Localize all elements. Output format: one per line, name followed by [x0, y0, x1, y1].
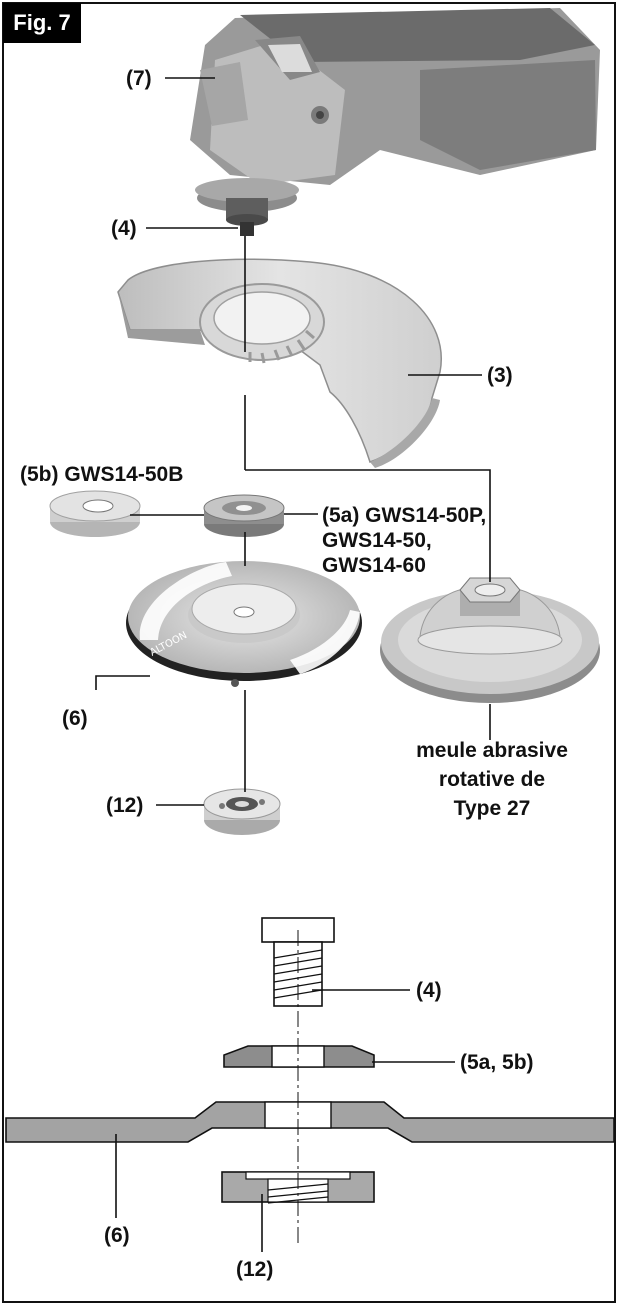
- section-view: [5, 917, 615, 1252]
- label-6-bottom: (6): [104, 1224, 130, 1247]
- type27-wheel: [380, 577, 600, 703]
- grinder-head: [190, 8, 600, 236]
- label-6-top: (6): [62, 707, 88, 730]
- label-3: (3): [487, 364, 513, 387]
- label-12-bottom: (12): [236, 1258, 274, 1281]
- label-type27-wheel: meule abrasive rotative de Type 27: [416, 739, 568, 820]
- label-5a: (5a) GWS14-50P, GWS14-50, GWS14-60: [322, 504, 487, 577]
- wheel-guard: [117, 258, 442, 468]
- grinding-wheel: ALTOON: [126, 561, 362, 687]
- flange-nut-5a: [203, 494, 285, 537]
- label-5a-5b: (5a, 5b): [460, 1051, 534, 1074]
- label-7: (7): [126, 67, 152, 90]
- clamping-nut: [203, 788, 281, 835]
- leader-lines-top: [95, 77, 491, 806]
- label-4-bottom: (4): [416, 979, 442, 1002]
- figure-tag: Fig. 7: [3, 3, 81, 43]
- adapter-flange-5b: [49, 490, 141, 537]
- label-4-top: (4): [111, 217, 137, 240]
- label-12-top: (12): [106, 794, 144, 817]
- label-5b: (5b) GWS14-50B: [20, 463, 184, 486]
